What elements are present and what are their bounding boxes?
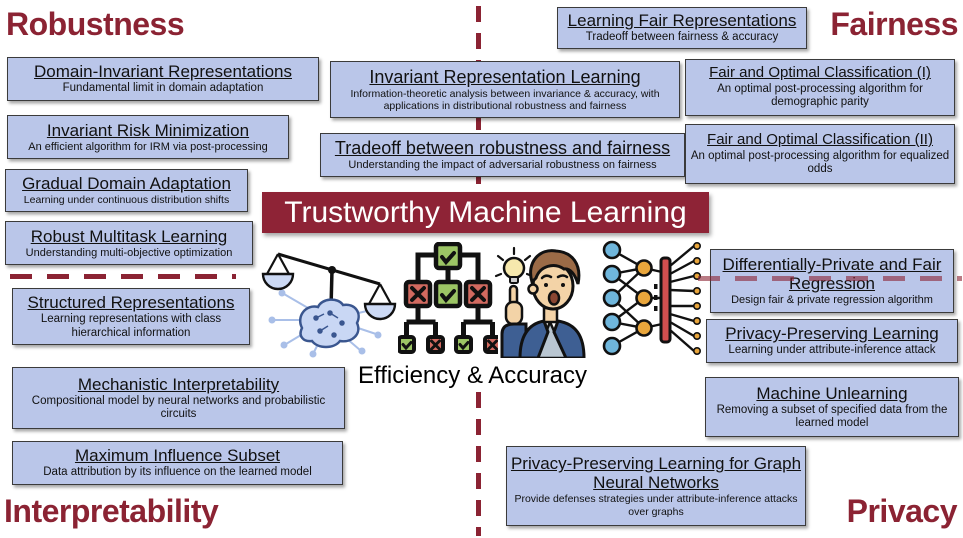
card-title: Maximum Influence Subset xyxy=(74,446,281,466)
card-desc: Understanding multi-objective optimizati… xyxy=(25,246,233,259)
balance-scale-brain-icon xyxy=(258,238,398,358)
card-desc: Data attribution by its influence on the… xyxy=(43,466,312,479)
card-desc: Learning under continuous distribution s… xyxy=(23,194,230,207)
card-privacy-preserving-learning: Privacy-Preserving Learning Learning und… xyxy=(706,319,958,363)
card-title: Privacy-Preserving Learning for Graph Ne… xyxy=(510,454,802,493)
card-title: Fair and Optimal Classification (I) xyxy=(709,64,931,82)
card-title: Machine Unlearning xyxy=(756,383,908,403)
card-fair-optimal-classification-1: Fair and Optimal Classification (I) An o… xyxy=(685,59,955,116)
card-differentially-private-fair-regression: Differentially-Private and Fair Regressi… xyxy=(710,249,954,313)
card-structured-representations: Structured Representations Learning repr… xyxy=(12,288,250,345)
card-desc: Provide defenses strategies under attrib… xyxy=(514,493,798,518)
card-invariant-risk-minimization: Invariant Risk Minimization An efficient… xyxy=(7,115,289,159)
card-desc: Design fair & private regression algorit… xyxy=(731,294,933,307)
quadrant-heading-fairness: Fairness xyxy=(830,6,958,42)
card-fair-optimal-classification-2: Fair and Optimal Classification (II) An … xyxy=(685,124,955,184)
card-desc: An optimal post-processing algorithm for… xyxy=(690,149,950,175)
card-desc: An efficient algorithm for IRM via post-… xyxy=(28,140,268,153)
card-title: Learning Fair Representations xyxy=(567,11,797,31)
card-title: Tradeoff between robustness and fairness xyxy=(334,138,671,159)
card-title: Invariant Risk Minimization xyxy=(46,120,250,140)
neural-network-icon xyxy=(598,238,704,358)
card-title: Robust Multitask Learning xyxy=(30,226,228,246)
card-title: Invariant Representation Learning xyxy=(369,66,641,87)
horizontal-divider-right xyxy=(698,276,962,281)
quadrant-heading-privacy: Privacy xyxy=(846,493,958,529)
card-desc: Understanding the impact of adversarial … xyxy=(348,159,657,172)
card-mechanistic-interpretability: Mechanistic Interpretability Composition… xyxy=(12,367,345,429)
card-machine-unlearning: Machine Unlearning Removing a subset of … xyxy=(705,377,959,437)
horizontal-divider-left xyxy=(10,274,236,279)
card-title: Mechanistic Interpretability xyxy=(77,374,280,394)
card-desc: Learning representations with class hier… xyxy=(40,313,222,339)
card-desc: Compositional model by neural networks a… xyxy=(31,394,326,421)
efficiency-accuracy-caption: Efficiency & Accuracy xyxy=(358,362,587,389)
card-desc: Learning under attribute-inference attac… xyxy=(728,344,936,357)
card-title: Privacy-Preserving Learning xyxy=(725,324,939,344)
card-desc: An optimal post-processing algorithm for… xyxy=(717,83,923,109)
card-robust-multitask-learning: Robust Multitask Learning Understanding … xyxy=(5,221,253,265)
vertical-divider-bottom xyxy=(476,392,481,536)
title-banner: Trustworthy Machine Learning xyxy=(262,192,709,233)
card-desc: Fundamental limit in domain adaptation xyxy=(62,82,264,95)
card-gradual-domain-adaptation: Gradual Domain Adaptation Learning under… xyxy=(5,169,248,212)
quadrant-heading-interpretability: Interpretability xyxy=(4,493,219,529)
card-maximum-influence-subset: Maximum Influence Subset Data attributio… xyxy=(12,441,343,485)
card-domain-invariant-representations: Domain-Invariant Representations Fundame… xyxy=(7,57,319,101)
card-tradeoff-robustness-fairness: Tradeoff between robustness and fairness… xyxy=(320,133,685,177)
card-title: Structured Representations xyxy=(27,293,235,313)
card-learning-fair-representations: Learning Fair Representations Tradeoff b… xyxy=(557,7,807,49)
card-title: Differentially-Private and Fair Regressi… xyxy=(722,255,942,294)
card-desc: Information-theoretic analysis between i… xyxy=(350,88,660,113)
card-title: Fair and Optimal Classification (II) xyxy=(707,130,933,148)
card-title: Domain-Invariant Representations xyxy=(34,62,292,82)
card-privacy-preserving-gnn: Privacy-Preserving Learning for Graph Ne… xyxy=(506,446,806,526)
card-title: Gradual Domain Adaptation xyxy=(22,174,231,194)
card-desc: Removing a subset of specified data from… xyxy=(716,403,948,430)
decision-tree-icon xyxy=(398,242,498,358)
person-idea-icon xyxy=(492,236,604,358)
card-invariant-representation-learning: Invariant Representation Learning Inform… xyxy=(330,61,680,118)
card-desc: Tradeoff between fairness & accuracy xyxy=(585,31,779,44)
quadrant-heading-robustness: Robustness xyxy=(6,6,185,42)
